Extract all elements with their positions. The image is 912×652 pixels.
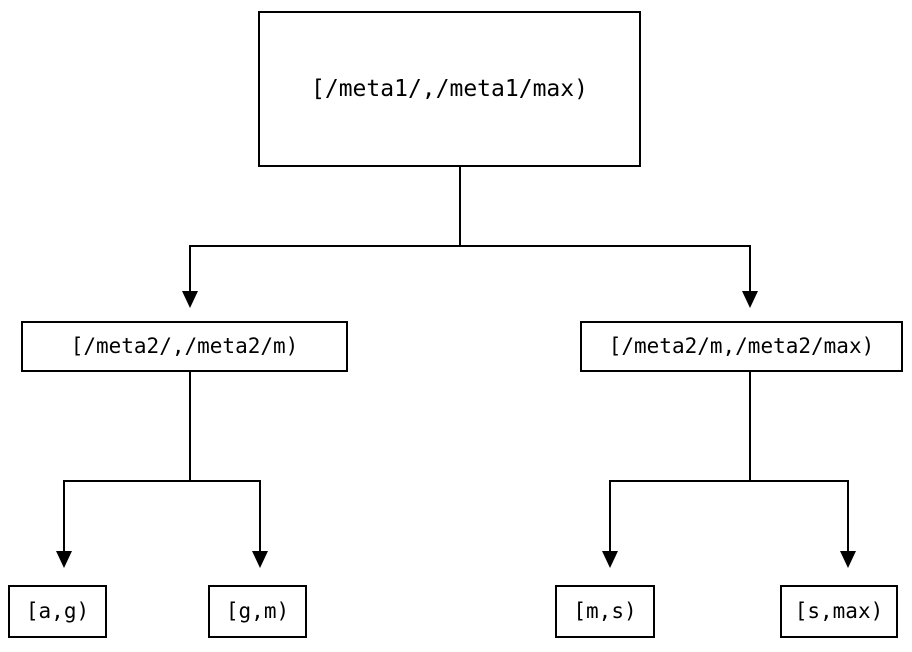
arrowhead-mid-left-to-leaf-gm-icon xyxy=(252,551,268,568)
node-leaf-gm[interactable]: [g,m) xyxy=(208,585,307,638)
edge-mid-left-stem xyxy=(189,372,191,480)
node-leaf-smax[interactable]: [s,max) xyxy=(780,585,898,638)
node-mid-left[interactable]: [/meta2/,/meta2/m) xyxy=(21,321,348,372)
node-leaf-ag[interactable]: [a,g) xyxy=(8,585,107,638)
edge-mid-left-to-leaf-ag-drop xyxy=(63,480,65,552)
node-leaf-gm-label: [g,m) xyxy=(225,599,290,623)
edge-mid-right-to-leaf-smax-drop xyxy=(847,480,849,552)
node-root[interactable]: [/meta1/,/meta1/max) xyxy=(258,11,641,167)
arrowhead-root-to-mid-right-icon xyxy=(742,291,758,308)
node-mid-left-label: [/meta2/,/meta2/m) xyxy=(70,334,299,358)
edge-mid-right-stem xyxy=(749,372,751,480)
edge-root-to-mid-right-drop xyxy=(749,245,751,292)
node-leaf-smax-label: [s,max) xyxy=(794,599,884,623)
edge-mid-right-crossbar xyxy=(609,480,849,482)
arrowhead-mid-left-to-leaf-ag-icon xyxy=(56,551,72,568)
arrowhead-mid-right-to-leaf-ms-icon xyxy=(602,551,618,568)
node-leaf-ag-label: [a,g) xyxy=(25,599,90,623)
arrowhead-mid-right-to-leaf-smax-icon xyxy=(840,551,856,568)
node-root-label: [/meta1/,/meta1/max) xyxy=(311,75,588,102)
edge-root-stem xyxy=(459,167,461,245)
node-leaf-ms-label: [m,s) xyxy=(573,599,637,623)
edge-mid-left-to-leaf-gm-drop xyxy=(259,480,261,552)
edge-root-crossbar xyxy=(189,245,751,247)
arrowhead-root-to-mid-left-icon xyxy=(182,291,198,308)
node-leaf-ms[interactable]: [m,s) xyxy=(555,585,655,638)
node-mid-right-label: [/meta2/m,/meta2/max) xyxy=(608,334,875,358)
edge-root-to-mid-left-drop xyxy=(189,245,191,292)
edge-mid-left-crossbar xyxy=(63,480,261,482)
edge-mid-right-to-leaf-ms-drop xyxy=(609,480,611,552)
node-mid-right[interactable]: [/meta2/m,/meta2/max) xyxy=(580,321,903,372)
